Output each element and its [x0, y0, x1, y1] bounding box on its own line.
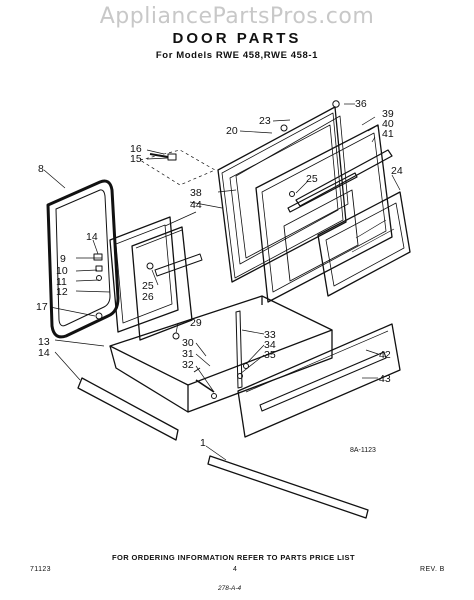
part-label: 29: [190, 317, 202, 329]
part-label: 17: [36, 301, 48, 313]
trim-strip-part: [207, 455, 369, 519]
part-label: 25: [306, 173, 318, 185]
part-label: 15: [130, 153, 142, 165]
window-glass-part: [317, 191, 411, 297]
page-subtitle: For Models RWE 458,RWE 458-1: [155, 50, 319, 61]
bottom-code: 278-A-4: [218, 585, 242, 592]
part-label: 9: [60, 253, 66, 265]
part-label: 43: [379, 373, 391, 385]
left-code: 71123: [30, 566, 51, 573]
part-label: 12: [56, 286, 68, 298]
storage-drawer-part: [109, 295, 333, 413]
part-label: 14: [38, 347, 50, 359]
part-label: 20: [226, 125, 238, 137]
part-label: 8: [38, 163, 44, 175]
watermark: AppliancePartsPros.com: [99, 4, 375, 29]
diagram-code: 8A-1123: [350, 447, 376, 454]
ordering-note: FOR ORDERING INFORMATION REFER TO PARTS …: [112, 553, 355, 562]
revision-label: REV. B: [420, 566, 445, 573]
part-label: 42: [379, 349, 391, 361]
part-label: 1: [200, 437, 206, 449]
part-label: 26: [142, 291, 154, 303]
part-label: 24: [391, 165, 403, 177]
inner-door-liner-part: [109, 216, 179, 333]
part-label: 25: [142, 280, 154, 292]
slide-rail-part: [77, 377, 179, 441]
part-label: 44: [190, 199, 202, 211]
part-label: 23: [259, 115, 271, 127]
door-handle-part: [295, 149, 393, 207]
inner-door-panel-part: [131, 226, 203, 341]
door-frame-part: [217, 106, 349, 283]
part-label: 41: [382, 128, 394, 140]
drawer-rail-part: [235, 310, 243, 389]
part-label: 39: [382, 108, 394, 120]
part-label: 38: [190, 187, 202, 199]
part-label: 13: [38, 336, 50, 348]
part-label: 10: [56, 265, 68, 277]
part-labels: 8 14 9 10 11 12 17 13 14 16 15 20 23 36 …: [36, 98, 403, 454]
part-label: 16: [130, 143, 142, 155]
part-label: 30: [182, 337, 194, 349]
part-label: 32: [182, 359, 194, 371]
part-label: 35: [264, 349, 276, 361]
page-number: 4: [233, 566, 238, 573]
part-label: 14: [86, 231, 98, 243]
hardware-fasteners: [93, 100, 340, 399]
part-label: 11: [56, 276, 67, 288]
door-outer-panel-part: [255, 124, 393, 303]
drawer-front-part: [237, 323, 401, 438]
part-label: 34: [264, 339, 276, 351]
part-label: 33: [264, 329, 276, 341]
part-label: 36: [355, 98, 367, 110]
page-title: DOOR PARTS: [172, 30, 302, 47]
part-label: 40: [382, 118, 394, 130]
part-label: 31: [182, 348, 194, 360]
leader-lines: [43, 103, 401, 461]
